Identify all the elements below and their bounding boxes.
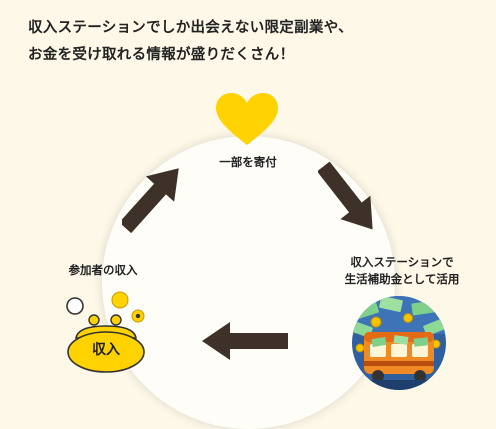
money-train-icon — [352, 296, 446, 390]
arrow-income-to-donation — [122, 168, 179, 234]
arrow-station-to-income — [202, 322, 288, 360]
income-label: 参加者の収入 — [68, 263, 138, 277]
headline-line-2: お金を受け取れる情報が盛りだくさん！ — [28, 47, 295, 63]
coin-purse-icon — [67, 314, 145, 373]
headline: 収入ステーションでしか出会えない限定副業や、 お金を受け取れる情報が盛りだくさん… — [28, 15, 488, 69]
donation-label: 一部を寄付 — [219, 155, 277, 169]
coins-icon — [66, 291, 145, 323]
station-label: 収入ステーションで 生活補助金として活用 — [322, 254, 482, 288]
station-label-line-2: 生活補助金として活用 — [344, 272, 460, 286]
arrow-donation-to-station — [318, 162, 373, 230]
heart-icon — [216, 93, 278, 145]
purse-text: 収入 — [92, 342, 120, 358]
station-label-line-1: 収入ステーションで — [350, 255, 454, 269]
headline-line-1: 収入ステーションでしか出会えない限定副業や、 — [28, 20, 353, 36]
